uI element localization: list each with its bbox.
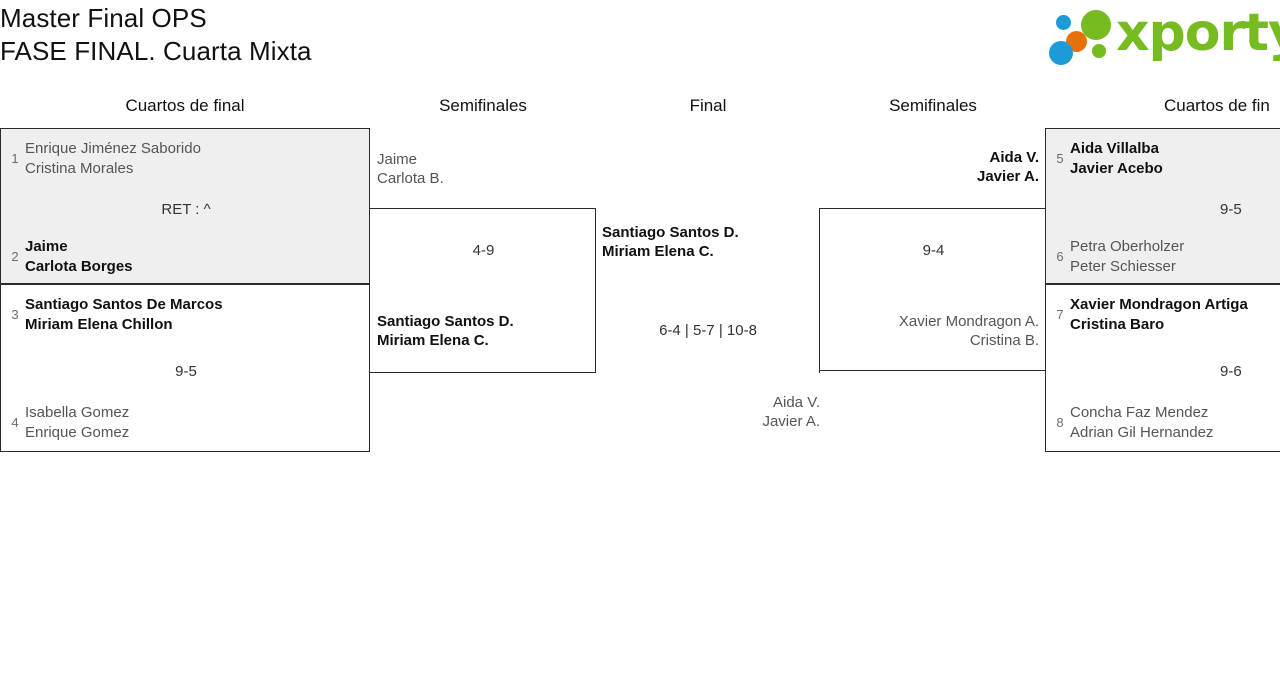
team-names: Jaime Carlota Borges bbox=[25, 237, 133, 277]
seed-number: 6 bbox=[1056, 249, 1064, 265]
team-names: Aida Villalba Javier Acebo bbox=[1070, 139, 1163, 179]
team-names: Enrique Jiménez Saborido Cristina Morale… bbox=[25, 139, 201, 179]
player-name: Javier Acebo bbox=[1070, 159, 1163, 177]
player-name: Cristina Morales bbox=[25, 159, 134, 177]
match-score: 9-4 bbox=[922, 242, 945, 259]
round-header-quarterfinals-left: Cuartos de final bbox=[125, 96, 245, 115]
final-match-score: 6-4 | 5-7 | 10-8 bbox=[659, 322, 757, 339]
match-score: RET : ^ bbox=[161, 201, 211, 218]
player-name: Enrique Gomez bbox=[25, 423, 130, 441]
player-name: Miriam Elena C. bbox=[602, 243, 714, 261]
seed-number: 5 bbox=[1056, 151, 1064, 167]
logo-dot-green-large-icon bbox=[1081, 10, 1111, 40]
player-name: Cristina Baro bbox=[1070, 315, 1165, 333]
semifinal-right-team-bottom[interactable]: Xavier Mondragon A. Cristina B. bbox=[820, 312, 1039, 350]
team-row[interactable]: 5 Aida Villalba Javier Acebo bbox=[1050, 139, 1163, 179]
semifinal-right-team-top[interactable]: Aida V. Javier A. bbox=[820, 148, 1039, 186]
seed-number: 2 bbox=[11, 249, 19, 265]
player-name: Miriam Elena Chillon bbox=[25, 315, 173, 333]
page-header: Master Final OPS FASE FINAL. Cuarta Mixt… bbox=[0, 0, 1280, 90]
logo-wordmark: xporty bbox=[1116, 3, 1280, 63]
player-name: Enrique Jiménez Saborido bbox=[25, 140, 201, 157]
match-box-quarterfinal-2[interactable]: 3 Santiago Santos De Marcos Miriam Elena… bbox=[0, 284, 370, 452]
player-name: Cristina B. bbox=[969, 332, 1039, 350]
player-name: Isabella Gomez bbox=[25, 404, 130, 421]
seed-number: 7 bbox=[1056, 307, 1064, 323]
semifinal-left-team-top[interactable]: Jaime Carlota B. bbox=[377, 150, 444, 188]
seed-number: 3 bbox=[11, 307, 19, 323]
player-name: Jaime bbox=[377, 151, 418, 168]
match-box-quarterfinal-1[interactable]: 1 Enrique Jiménez Saborido Cristina Mora… bbox=[0, 128, 370, 284]
player-name: Carlota B. bbox=[377, 170, 444, 188]
player-name: Javier A. bbox=[762, 413, 820, 431]
team-row[interactable]: 3 Santiago Santos De Marcos Miriam Elena… bbox=[5, 295, 223, 335]
semifinal-left-team-bottom[interactable]: Santiago Santos D. Miriam Elena C. bbox=[377, 312, 514, 350]
player-name: Miriam Elena C. bbox=[377, 332, 489, 350]
team-row[interactable]: 2 Jaime Carlota Borges bbox=[5, 237, 133, 277]
match-score: 9-5 bbox=[175, 363, 197, 380]
logo-dots-icon bbox=[1048, 8, 1126, 65]
round-header-final: Final bbox=[689, 96, 727, 115]
title-line-1: Master Final OPS bbox=[0, 3, 207, 33]
team-names: Isabella Gomez Enrique Gomez bbox=[25, 403, 129, 443]
player-name: Peter Schiesser bbox=[1070, 257, 1176, 275]
seed-number: 1 bbox=[11, 151, 19, 167]
match-box-quarterfinal-4[interactable]: 7 Xavier Mondragon Artiga Cristina Baro … bbox=[1045, 284, 1280, 452]
match-score: 9-5 bbox=[1220, 201, 1242, 218]
team-names: Concha Faz Mendez Adrian Gil Hernandez bbox=[1070, 403, 1213, 443]
final-team-right[interactable]: Aida V. Javier A. bbox=[596, 393, 820, 431]
final-box-left-edge bbox=[595, 208, 596, 373]
player-name: Xavier Mondragon Artiga bbox=[1070, 296, 1248, 313]
match-score: 9-6 bbox=[1220, 363, 1242, 380]
player-name: Petra Oberholzer bbox=[1070, 238, 1185, 255]
seed-number: 4 bbox=[11, 415, 19, 431]
team-row[interactable]: 4 Isabella Gomez Enrique Gomez bbox=[5, 403, 129, 443]
team-row[interactable]: 7 Xavier Mondragon Artiga Cristina Baro bbox=[1050, 295, 1248, 335]
player-name: Adrian Gil Hernandez bbox=[1070, 423, 1214, 441]
logo-dot-blue-large-icon bbox=[1049, 41, 1073, 65]
round-header-quarterfinals-right: Cuartos de fin bbox=[1164, 96, 1270, 115]
round-header-semifinals-right: Semifinales bbox=[889, 96, 977, 115]
team-row[interactable]: 1 Enrique Jiménez Saborido Cristina Mora… bbox=[5, 139, 201, 179]
player-name: Javier A. bbox=[977, 168, 1039, 186]
round-header-semifinals-left: Semifinales bbox=[439, 96, 527, 115]
player-name: Concha Faz Mendez bbox=[1070, 404, 1209, 421]
player-name: Santiago Santos De Marcos bbox=[25, 296, 223, 313]
page-title: Master Final OPS FASE FINAL. Cuarta Mixt… bbox=[0, 2, 312, 69]
match-score: 4-9 bbox=[472, 242, 495, 259]
seed-number: 8 bbox=[1056, 415, 1064, 431]
match-box-semifinal-left[interactable]: 4-9 bbox=[369, 208, 596, 373]
player-name: Aida V. bbox=[773, 394, 820, 411]
player-name: Aida Villalba bbox=[1070, 140, 1159, 157]
player-name: Aida V. bbox=[989, 149, 1039, 166]
team-names: Santiago Santos De Marcos Miriam Elena C… bbox=[25, 295, 223, 335]
match-box-semifinal-right[interactable]: 9-4 bbox=[819, 208, 1046, 371]
team-row[interactable]: 6 Petra Oberholzer Peter Schiesser bbox=[1050, 237, 1184, 277]
player-name: Carlota Borges bbox=[25, 257, 133, 275]
player-name: Santiago Santos D. bbox=[602, 224, 739, 241]
player-name: Xavier Mondragon A. bbox=[898, 313, 1039, 330]
team-names: Petra Oberholzer Peter Schiesser bbox=[1070, 237, 1184, 277]
xporty-logo[interactable]: xporty bbox=[1042, 3, 1280, 66]
final-team-left[interactable]: Santiago Santos D. Miriam Elena C. bbox=[602, 223, 739, 261]
team-row[interactable]: 8 Concha Faz Mendez Adrian Gil Hernandez bbox=[1050, 403, 1213, 443]
logo-dot-blue-small-icon bbox=[1056, 15, 1071, 30]
title-line-2: FASE FINAL. Cuarta Mixta bbox=[0, 36, 312, 67]
logo-dot-green-small-icon bbox=[1092, 44, 1106, 58]
match-box-quarterfinal-3[interactable]: 5 Aida Villalba Javier Acebo 9-5 6 Petra… bbox=[1045, 128, 1280, 284]
player-name: Jaime bbox=[25, 238, 68, 255]
team-names: Xavier Mondragon Artiga Cristina Baro bbox=[1070, 295, 1248, 335]
player-name: Santiago Santos D. bbox=[377, 313, 514, 330]
